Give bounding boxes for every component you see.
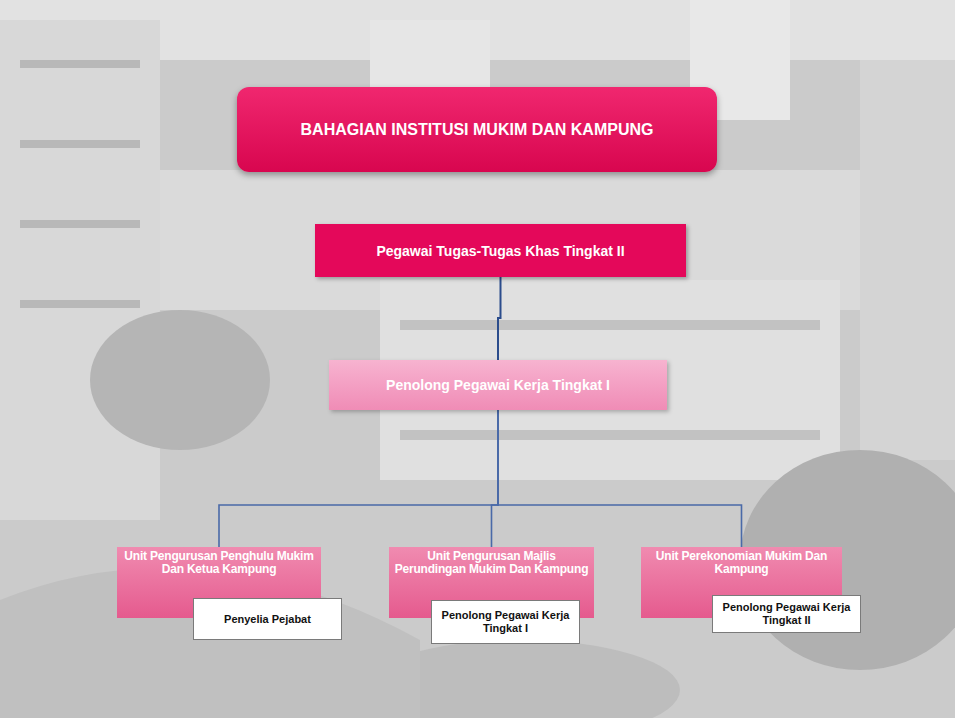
box-label: Unit Pengurusan Penghulu Mukim Dan Ketua…	[121, 550, 317, 577]
box-label: Penolong Pegawai Kerja Tingkat I	[386, 377, 610, 393]
box-label: Penolong Pegawai Kerja Tingkat II	[718, 601, 855, 626]
officer-box: Penolong Pegawai Kerja Tingkat I	[329, 360, 667, 410]
box-label: Unit Pengurusan Majlis Perundingan Mukim…	[393, 550, 590, 577]
head-box: Pegawai Tugas-Tugas Khas Tingkat II	[315, 224, 686, 277]
staff-box: Penyelia Pejabat	[193, 598, 342, 640]
box-label: Penolong Pegawai Kerja Tingkat I	[437, 609, 574, 634]
box-label: Penyelia Pejabat	[224, 613, 311, 626]
org-connector	[498, 277, 501, 360]
box-label: Pegawai Tugas-Tugas Khas Tingkat II	[376, 243, 624, 259]
staff-box: Penolong Pegawai Kerja Tingkat I	[431, 600, 580, 644]
org-connector	[498, 410, 742, 547]
org-connector	[219, 410, 498, 547]
title-box: BAHAGIAN INSTITUSI MUKIM DAN KAMPUNG	[237, 87, 717, 172]
box-label: BAHAGIAN INSTITUSI MUKIM DAN KAMPUNG	[301, 121, 654, 139]
box-label: Unit Perekonomian Mukim Dan Kampung	[645, 550, 838, 577]
staff-box: Penolong Pegawai Kerja Tingkat II	[712, 595, 861, 633]
org-connector	[492, 410, 499, 547]
